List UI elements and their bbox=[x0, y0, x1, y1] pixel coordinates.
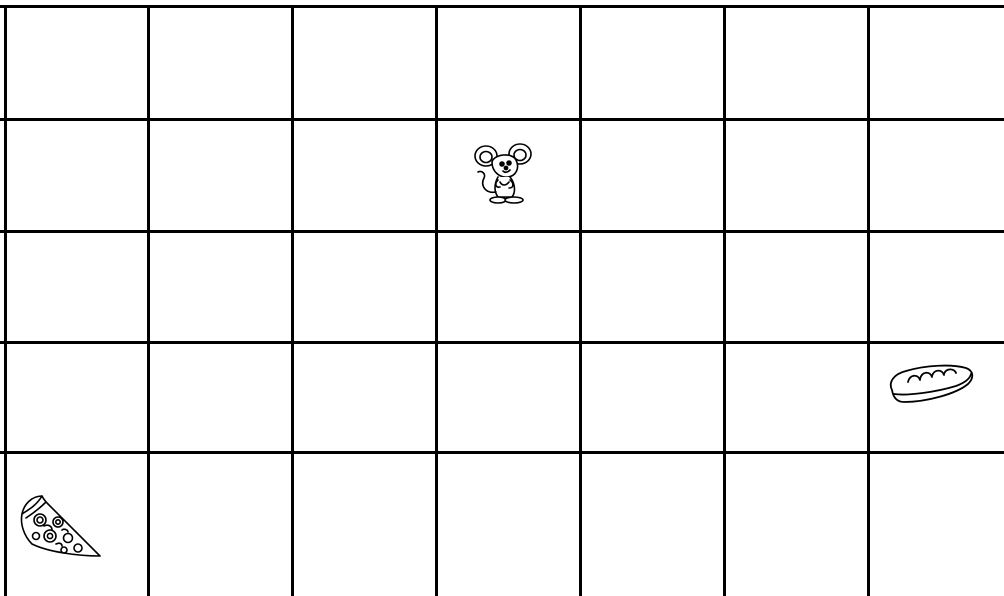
grid-line-horizontal bbox=[0, 341, 1004, 344]
bread-icon[interactable] bbox=[886, 360, 976, 406]
grid-line-vertical bbox=[291, 6, 294, 596]
grid-line-vertical bbox=[867, 6, 870, 596]
grid-line-vertical bbox=[4, 6, 7, 596]
grid-line-horizontal bbox=[0, 118, 1004, 121]
grid-line-vertical bbox=[147, 6, 150, 596]
pizza-slice-icon[interactable] bbox=[18, 492, 104, 562]
grid-line-vertical bbox=[723, 6, 726, 596]
grid-line-horizontal bbox=[0, 230, 1004, 233]
grid-line-vertical bbox=[435, 6, 438, 596]
grid-line-horizontal bbox=[0, 5, 1004, 8]
grid-line-vertical bbox=[579, 6, 582, 596]
grid-line-horizontal bbox=[0, 451, 1004, 454]
mouse-icon[interactable] bbox=[472, 142, 536, 208]
